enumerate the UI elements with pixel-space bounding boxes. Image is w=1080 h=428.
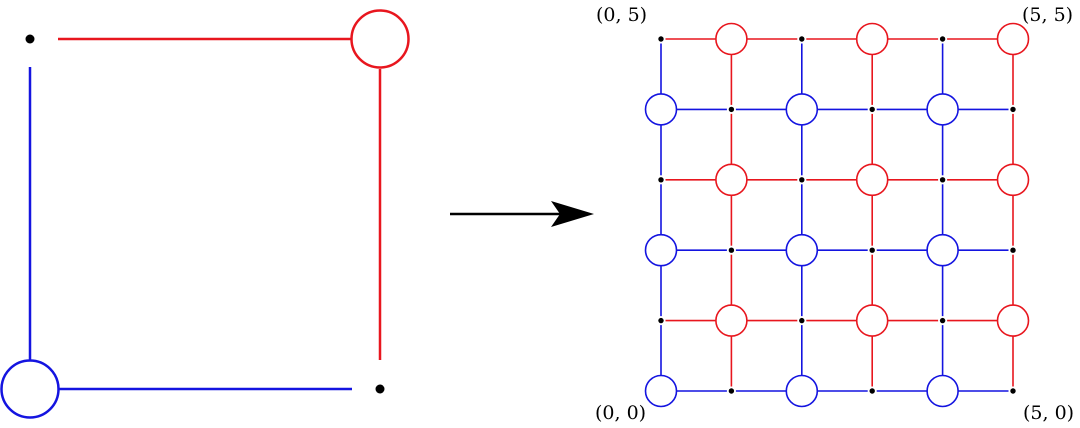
lattice-dot bbox=[799, 177, 805, 183]
lattice-dot bbox=[799, 36, 805, 42]
unit-cell bbox=[0, 9, 410, 419]
unit-cell-dot-bottom-right bbox=[375, 384, 385, 394]
lattice-blue-circle bbox=[644, 233, 678, 267]
lattice-blue-circle bbox=[926, 93, 959, 126]
lattice-red-circle bbox=[996, 22, 1030, 56]
lattice-red-circle bbox=[855, 304, 889, 337]
lattice-red-circle bbox=[996, 304, 1030, 337]
lattice-red-circle bbox=[855, 22, 889, 56]
lattice-dot bbox=[799, 317, 805, 324]
lattice-dot bbox=[939, 36, 946, 42]
lattice-dot bbox=[728, 388, 735, 394]
lattice-blue-circle bbox=[926, 374, 959, 408]
lattice-dot bbox=[1010, 247, 1016, 253]
lattice-blue-circle bbox=[785, 93, 819, 126]
lattice-red-circle bbox=[715, 163, 748, 197]
lattice-blue-circle bbox=[644, 93, 678, 126]
lattice-dot bbox=[869, 106, 875, 113]
corner-label-bottom-left: (0, 0) bbox=[595, 402, 646, 424]
lattice-red-circle bbox=[715, 22, 748, 56]
lattice-dot bbox=[658, 36, 664, 42]
lattice-red-circle bbox=[715, 304, 748, 337]
corner-label-top-left: (0, 5) bbox=[596, 4, 647, 26]
lattice-red-circle bbox=[855, 163, 889, 197]
lattice-dot bbox=[939, 177, 946, 183]
unit-cell-red-circle bbox=[350, 9, 410, 69]
lattice-blue-circle bbox=[926, 233, 959, 267]
lattice-blue-circle bbox=[644, 374, 678, 408]
lattice-dot bbox=[869, 388, 875, 394]
lattice-dot bbox=[939, 317, 946, 324]
corner-label-bottom-right: (5, 0) bbox=[1023, 402, 1074, 424]
corner-label-top-right: (5, 5) bbox=[1022, 4, 1073, 26]
lattice-blue-circle bbox=[785, 374, 819, 408]
arrow-head-icon bbox=[551, 201, 594, 227]
lattice-dot bbox=[1010, 388, 1016, 394]
unit-cell-dot-top-left bbox=[25, 34, 35, 44]
lattice-red-circle bbox=[996, 163, 1030, 197]
transform-arrow bbox=[450, 201, 594, 227]
lattice-dot bbox=[728, 247, 735, 253]
lattice-dot bbox=[728, 106, 735, 113]
unit-cell-blue-circle bbox=[0, 359, 60, 419]
lattice-dot bbox=[869, 247, 875, 253]
lattice-dot bbox=[658, 317, 664, 324]
lattice-dot bbox=[658, 177, 664, 183]
lattice-blue-circle bbox=[785, 233, 819, 267]
lattice bbox=[644, 22, 1030, 408]
lattice-dot bbox=[1010, 106, 1016, 113]
